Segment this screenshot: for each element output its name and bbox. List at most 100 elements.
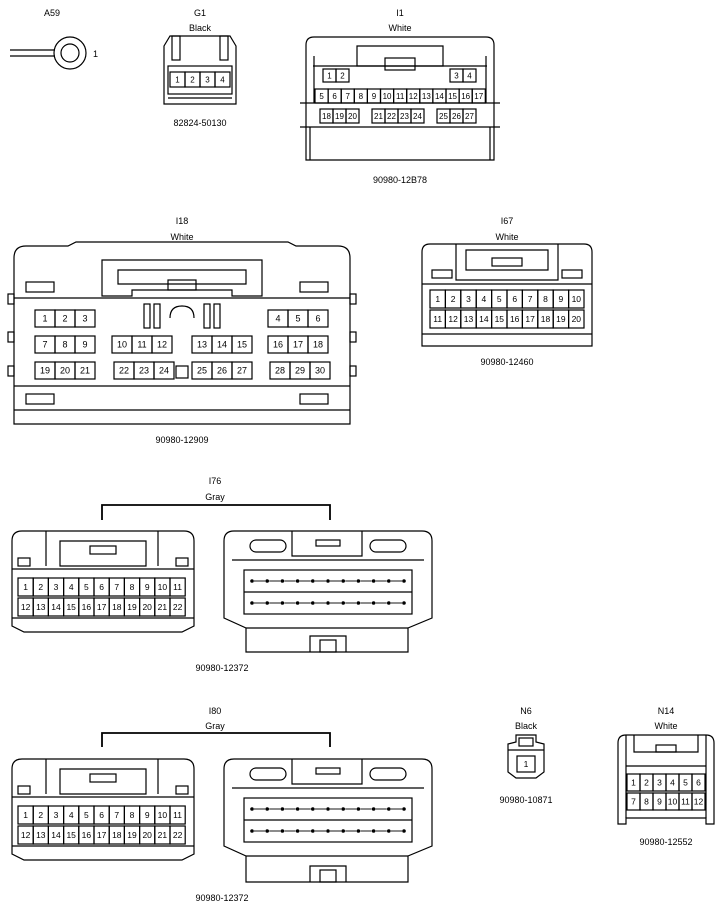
i76-pin: 13 — [36, 602, 46, 612]
i80-pin: 1 — [23, 810, 28, 820]
i80-terminal — [387, 829, 391, 833]
i76-pin: 9 — [145, 582, 150, 592]
i67-pin: 5 — [497, 294, 502, 304]
i18-pin-cell — [74, 361, 96, 380]
i76-terminal — [250, 579, 254, 583]
i80-pin: 14 — [51, 830, 61, 840]
i18-pin: 18 — [313, 340, 323, 350]
i80-terminal — [250, 807, 254, 811]
i1-pin-cell — [335, 68, 350, 83]
i18-pin: 2 — [62, 314, 67, 324]
i80-code: I80 — [209, 706, 222, 716]
i67-pin: 16 — [510, 314, 520, 324]
i1-pin-cell — [410, 108, 425, 124]
i67-pin: 2 — [451, 294, 456, 304]
i80-terminal — [402, 807, 406, 811]
i67-pin: 20 — [572, 314, 582, 324]
i1-color: White — [388, 23, 411, 33]
i80-terminal — [371, 829, 376, 833]
i67-pin-cell — [567, 289, 585, 309]
i80-terminal — [356, 829, 361, 833]
i76-terminal — [402, 601, 406, 605]
i1-pin: 14 — [435, 92, 444, 101]
i18-pin-cell — [307, 335, 329, 354]
i76-code: I76 — [209, 476, 222, 486]
i67-pin: 14 — [479, 314, 489, 324]
i80-terminal — [295, 807, 300, 811]
i76-terminal — [326, 601, 330, 605]
i76-pin-cell — [169, 597, 186, 617]
n14-pin: 3 — [657, 778, 662, 788]
n14-pin: 10 — [668, 797, 678, 807]
i1-pin: 21 — [374, 112, 383, 121]
i80-terminal — [250, 829, 254, 833]
i18-pin: 23 — [139, 366, 149, 376]
i80-terminal — [326, 829, 330, 833]
i67-pin: 3 — [466, 294, 471, 304]
i80-terminal — [265, 807, 270, 811]
i80-pin: 20 — [142, 830, 152, 840]
i18-pin-cell — [307, 309, 329, 328]
i18-pin: 8 — [62, 340, 67, 350]
i80-pin: 12 — [21, 830, 31, 840]
i76-pin: 15 — [66, 602, 76, 612]
i18-part: 90980-12909 — [155, 435, 208, 445]
i80-terminal — [371, 807, 376, 811]
i80-pin: 5 — [84, 810, 89, 820]
i18-pin-cell — [309, 361, 331, 380]
i76-pin: 16 — [82, 602, 92, 612]
i80-pin: 18 — [112, 830, 122, 840]
i1-pin: 17 — [474, 92, 483, 101]
i76-pin: 10 — [158, 582, 168, 592]
i67-color: White — [495, 232, 518, 242]
i76-terminal — [341, 579, 346, 583]
i1-pin: 24 — [413, 112, 422, 121]
n6-code: N6 — [520, 706, 532, 716]
i1-pin: 12 — [409, 92, 418, 101]
n14-pin: 9 — [657, 797, 662, 807]
i76-pin: 2 — [38, 582, 43, 592]
g1-code: G1 — [194, 8, 206, 18]
i80-pin: 4 — [69, 810, 74, 820]
i1-pin: 18 — [322, 112, 331, 121]
i76-terminal — [371, 601, 376, 605]
g1-pin: 1 — [175, 75, 180, 84]
i18-color: White — [170, 232, 193, 242]
i67-pin: 19 — [556, 314, 566, 324]
i80-terminal — [311, 807, 315, 811]
i76-terminal — [356, 579, 361, 583]
i1-pin: 6 — [332, 92, 337, 101]
i67-pin: 13 — [464, 314, 474, 324]
i76-pin: 4 — [69, 582, 74, 592]
i1-pin: 23 — [400, 112, 409, 121]
n14-pin: 2 — [644, 778, 649, 788]
i1-pin: 25 — [439, 112, 448, 121]
i76-terminal — [311, 579, 315, 583]
i18-pin-cell — [231, 361, 253, 380]
i76-pin-cell — [169, 577, 186, 597]
i76-pin: 14 — [51, 602, 61, 612]
n14-pin: 8 — [644, 797, 649, 807]
n14-pin: 12 — [694, 797, 704, 807]
i80-part: 90980-12372 — [195, 893, 248, 903]
i76-terminal — [387, 579, 391, 583]
g1-pin: 3 — [205, 75, 210, 84]
i76-pin: 12 — [21, 602, 31, 612]
i18-pin: 10 — [117, 340, 127, 350]
i67-code: I67 — [501, 216, 514, 226]
i18-pin: 16 — [273, 340, 283, 350]
i76-pin: 22 — [173, 602, 183, 612]
i76-terminal — [250, 601, 254, 605]
i80-terminal — [341, 829, 346, 833]
i76-terminal — [402, 579, 406, 583]
i18-pin: 9 — [82, 340, 87, 350]
i67-pin: 10 — [572, 294, 582, 304]
i18-pin: 11 — [137, 340, 146, 350]
n14-pin: 4 — [670, 778, 675, 788]
i1-code: I1 — [396, 8, 404, 18]
i76-pin: 7 — [114, 582, 119, 592]
